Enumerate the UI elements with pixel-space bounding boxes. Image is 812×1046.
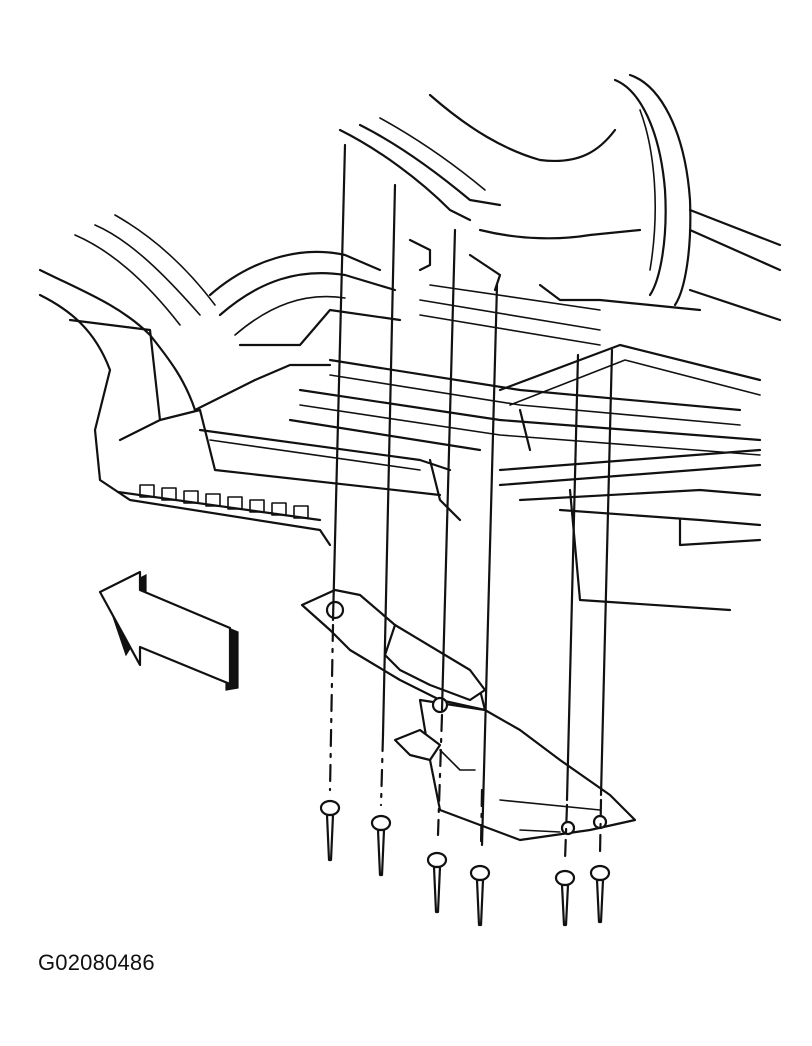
bolt-fasteners (319, 799, 611, 927)
bolt-icon (589, 864, 611, 924)
figure-caption: G02080486 (38, 950, 155, 975)
left-frame-structure (38, 214, 442, 547)
bolt-icon (554, 869, 576, 927)
bolt-icon (370, 814, 392, 877)
floor-crossmembers (198, 284, 762, 612)
bolt-icon (319, 799, 341, 862)
bolt-icon (426, 851, 448, 914)
frame-bolt-hole-row (139, 484, 309, 519)
front-direction-arrow-icon (98, 570, 239, 691)
skid-plate-bracket (300, 588, 637, 842)
bolt-icon (469, 864, 491, 927)
fastener-alignment-lines (328, 143, 614, 862)
upper-body-panels (208, 73, 782, 347)
